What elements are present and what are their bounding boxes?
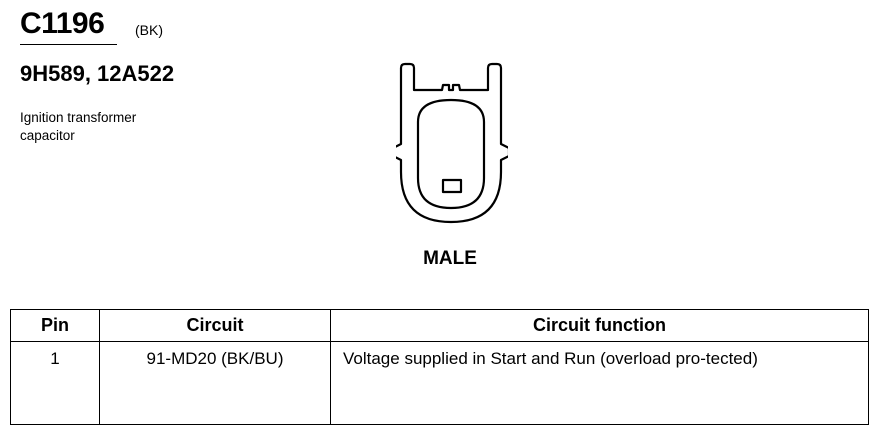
connector-gender-label: MALE xyxy=(423,248,477,269)
pin-cell: 1 xyxy=(10,341,100,425)
column-header-circuit-function: Circuit function xyxy=(330,309,869,342)
column-header-pin: Pin xyxy=(10,309,100,342)
table-row: 1 91-MD20 (BK/BU) Voltage supplied in St… xyxy=(10,341,869,425)
part-numbers: 9H589, 12A522 xyxy=(20,61,175,86)
connector-id: C1196 xyxy=(20,7,105,40)
circuit-function-cell: Voltage supplied in Start and Run (overl… xyxy=(330,341,869,425)
title-underline xyxy=(20,44,117,45)
circuit-cell: 91-MD20 (BK/BU) xyxy=(99,341,331,425)
column-header-circuit: Circuit xyxy=(99,309,331,342)
connector-description: Ignition transformer capacitor xyxy=(20,110,137,143)
pin-table: Pin Circuit Circuit function 1 91-MD20 (… xyxy=(10,309,869,425)
connector-color: (BK) xyxy=(135,22,163,38)
connector-face-icon xyxy=(396,62,508,224)
table-header-row: Pin Circuit Circuit function xyxy=(10,309,869,342)
